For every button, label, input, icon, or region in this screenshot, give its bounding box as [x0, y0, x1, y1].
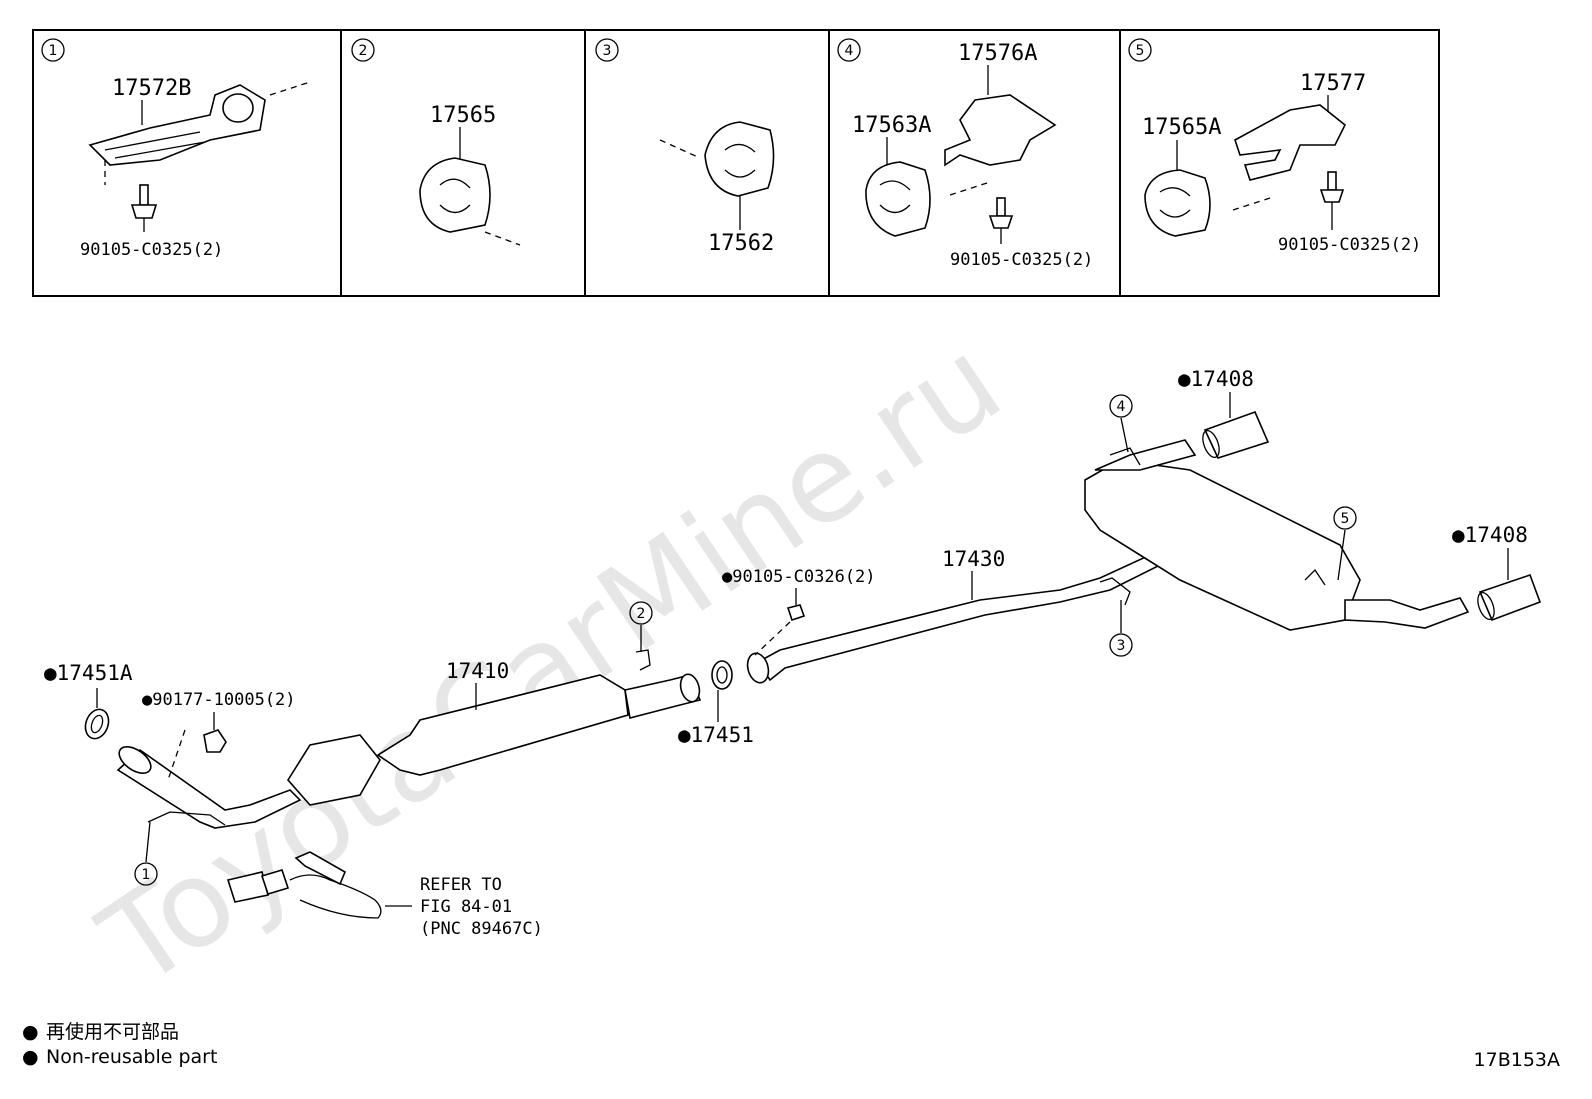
diagram-code: 17B153A: [1474, 1049, 1560, 1071]
legend-bullet: ●: [22, 1046, 39, 1068]
part-label-17408-right: ●17408: [1452, 523, 1528, 547]
rubber-hanger-icon: [865, 161, 931, 237]
detail-box-2: 2 17565: [351, 38, 521, 246]
legend-text-english: Non-reusable part: [46, 1046, 217, 1068]
part-label-17563A: 17563A: [852, 113, 931, 138]
part-label-17408-top: ●17408: [1178, 367, 1254, 391]
part-label-90177-10005: ●90177-10005(2): [142, 690, 296, 710]
box-index-circle: [595, 38, 619, 62]
box-index: 5: [1136, 43, 1145, 59]
box-index-circle: [1128, 38, 1152, 62]
part-label-90105-C0325: 90105-C0325(2): [80, 240, 223, 260]
rubber-hanger-icon: [704, 121, 775, 197]
bolt-icon: [1319, 189, 1345, 203]
part-label-17562: 17562: [708, 231, 774, 256]
part-label-17565: 17565: [430, 103, 496, 128]
box-index-circle: [837, 38, 861, 62]
part-label-90105-C0325: 90105-C0325(2): [1278, 235, 1421, 255]
box-index: 3: [603, 43, 612, 59]
legend-bullet: ●: [22, 1021, 39, 1043]
box-index: 2: [359, 43, 368, 59]
legend-text-japanese: 再使用不可部品: [46, 1021, 179, 1043]
part-label-17451A: ●17451A: [44, 661, 133, 685]
gasket-17451A: [84, 708, 110, 740]
muffler: [1084, 459, 1361, 631]
callout-2: 2: [629, 601, 653, 652]
legend: ● 再使用不可部品 ● Non-reusable part: [22, 1021, 217, 1068]
gasket-17451: [711, 660, 733, 690]
part-label-17451: ●17451: [678, 723, 754, 747]
rubber-hanger-icon: [419, 157, 491, 233]
bolt-icon: [130, 204, 158, 219]
detail-box-1: 1 17572B 90105-C0325(2): [41, 38, 311, 260]
svg-text:1: 1: [142, 867, 151, 883]
refer-note-line-3: (PNC 89467C): [420, 919, 543, 939]
detail-box-3: 3 17562: [595, 38, 775, 256]
part-label-17410: 17410: [446, 659, 509, 683]
part-label-17565A: 17565A: [1142, 115, 1221, 140]
exhaust-assembly: [84, 410, 1542, 919]
detail-box-frame: [32, 29, 1440, 297]
part-label-17572B: 17572B: [112, 76, 191, 101]
callout-3: 3: [1109, 600, 1133, 657]
part-label-17430: 17430: [942, 547, 1005, 571]
box-index-circle: [41, 38, 65, 62]
svg-text:2: 2: [637, 606, 646, 622]
detail-box-5: 5 17577 17565A 90105-C0325(2): [1128, 38, 1421, 255]
callout-1: 1: [134, 821, 158, 886]
detail-box-4: 4 17576A 17563A 90105-C0325(2): [837, 38, 1093, 270]
refer-note-line-2: FIG 84-01: [420, 897, 512, 917]
front-pipe: [116, 748, 302, 829]
bolt-icon: [988, 215, 1014, 229]
box-index-circle: [351, 38, 375, 62]
callout-5: 5: [1333, 506, 1357, 581]
svg-text:5: 5: [1341, 511, 1350, 527]
callout-4: 4: [1109, 394, 1133, 453]
box-index: 1: [49, 43, 58, 59]
svg-text:3: 3: [1117, 638, 1126, 654]
part-label-17577: 17577: [1300, 71, 1366, 96]
tail-cover-17408-right: [1478, 573, 1542, 622]
part-label-90105-C0326: ●90105-C0326(2): [722, 567, 876, 587]
nut-icon: [203, 729, 227, 753]
box-index: 4: [845, 43, 854, 59]
bolt-icon: [786, 604, 806, 622]
exhaust-bracket-icon: [944, 94, 1057, 167]
part-label-17576A: 17576A: [958, 41, 1037, 66]
tail-cover-17408-top: [1203, 410, 1270, 459]
svg-text:4: 4: [1117, 399, 1126, 415]
oxygen-sensor: [226, 851, 382, 919]
refer-note-line-1: REFER TO: [420, 875, 502, 895]
exhaust-bracket-icon: [1234, 104, 1347, 181]
rubber-hanger-icon: [1144, 169, 1211, 237]
watermark: ToyotaCarMine.ru: [78, 313, 1026, 1015]
part-label-90105-C0325: 90105-C0325(2): [950, 250, 1093, 270]
catalytic-converter: [287, 734, 381, 806]
